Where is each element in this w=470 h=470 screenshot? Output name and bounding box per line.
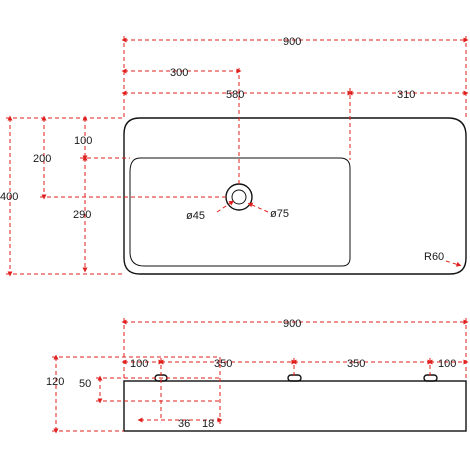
dim-basin-top-offset: 100 xyxy=(74,135,92,147)
dim-drain-small: ø45 xyxy=(186,210,205,222)
dim-span-2: 350 xyxy=(347,358,365,370)
dim-deck-width: 310 xyxy=(397,89,415,101)
front-outline xyxy=(123,380,467,432)
dim-front-overall-width: 900 xyxy=(283,318,301,330)
front-view: 900 100 350 350 100 120 50 xyxy=(46,318,469,434)
dim-basin-depth: 290 xyxy=(73,209,91,221)
dim-overall-depth: 400 xyxy=(0,191,18,203)
drain-inner xyxy=(231,189,247,205)
dim-drain-offset: 300 xyxy=(170,67,188,79)
dim-edge-right: 100 xyxy=(438,358,456,370)
basin-outline xyxy=(123,117,467,275)
dim-edge-left: 100 xyxy=(130,358,148,370)
dim-drain-large: ø75 xyxy=(270,208,289,220)
dim-drain-depth: 200 xyxy=(33,153,51,165)
top-view: 900 300 580 310 100 200 400 xyxy=(0,36,469,277)
dim-slot-width: 36 xyxy=(178,418,190,430)
drain-outer xyxy=(225,183,253,211)
dim-top-overall-width: 900 xyxy=(283,36,301,48)
dim-basin-width: 580 xyxy=(226,89,244,101)
dim-slot-height: 50 xyxy=(79,378,91,390)
dim-slot-offset: 18 xyxy=(202,418,214,430)
dim-corner-radius: R60 xyxy=(424,251,444,263)
dim-front-height: 120 xyxy=(46,376,64,388)
inner-bowl xyxy=(129,157,351,267)
dim-span-1: 350 xyxy=(214,358,232,370)
